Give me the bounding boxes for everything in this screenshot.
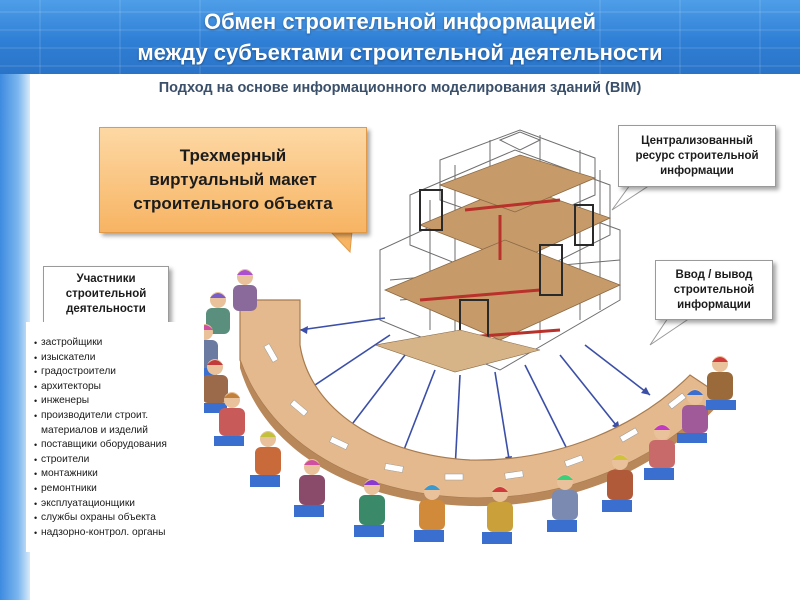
participants-callout: Участники строительной деятельности <box>43 266 169 323</box>
list-item: производители строит. материалов и издел… <box>34 409 204 438</box>
subtitle: Подход на основе информационного моделир… <box>158 80 642 96</box>
header-grid-pattern <box>0 0 800 74</box>
connector-lines <box>299 317 651 471</box>
person <box>644 424 675 480</box>
list-item: инженеры <box>34 394 204 409</box>
person <box>677 389 708 443</box>
title-line-1: Обмен строительной информацией <box>204 9 596 34</box>
model-label-box: Трехмерный виртуальный макет строительно… <box>99 127 367 233</box>
page-title: Обмен строительной информацией между суб… <box>0 6 800 68</box>
header-banner: Обмен строительной информацией между суб… <box>0 0 800 74</box>
building-wireframe <box>374 129 622 373</box>
person <box>250 431 281 487</box>
list-item: надзорно-контрол. органы <box>34 526 204 541</box>
participants-group <box>187 269 736 544</box>
person <box>354 479 385 537</box>
person <box>233 269 257 311</box>
participants-list: застройщики изыскатели градостроители ар… <box>26 322 204 552</box>
list-item: службы охраны объекта <box>34 511 204 526</box>
person <box>482 486 513 544</box>
person <box>214 392 245 446</box>
person <box>294 459 325 517</box>
list-item: ремонтники <box>34 482 204 497</box>
list-item: изыскатели <box>34 351 204 366</box>
list-item: строители <box>34 453 204 468</box>
person <box>206 292 230 334</box>
person <box>414 484 445 542</box>
person <box>706 356 736 410</box>
person <box>547 474 578 532</box>
list-item: монтажники <box>34 467 204 482</box>
conference-table <box>239 299 721 507</box>
list-item: застройщики <box>34 336 204 351</box>
left-decorative-band <box>0 74 30 600</box>
label-box-tail <box>328 230 353 254</box>
person <box>197 359 228 413</box>
list-item: архитекторы <box>34 380 204 395</box>
list-item: эксплуатационщики <box>34 497 204 512</box>
person <box>602 454 633 512</box>
central-resource-callout: Централизованный ресурс строительной инф… <box>618 125 776 187</box>
io-callout: Ввод / вывод строительной информации <box>655 260 773 320</box>
list-item: градостроители <box>34 365 204 380</box>
title-line-2: между субъектами строительной деятельнос… <box>137 40 663 65</box>
list-item: поставщики оборудования <box>34 438 204 453</box>
